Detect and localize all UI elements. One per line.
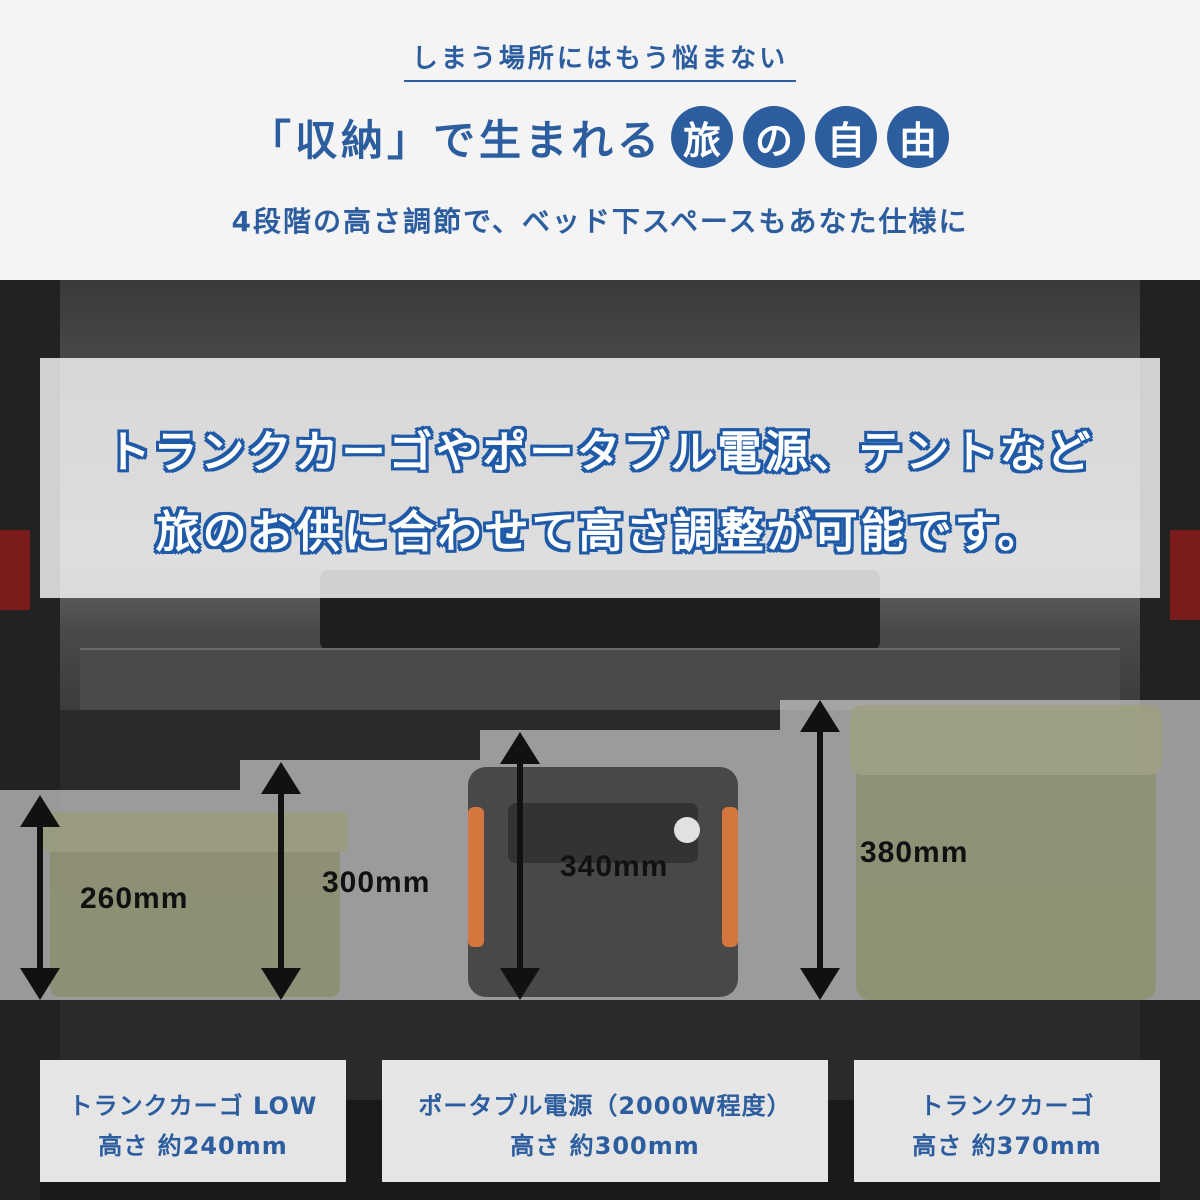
double-arrow-icon bbox=[261, 762, 301, 1000]
overlay-line-1: トランクカーゴやポータブル電源、テントなど bbox=[106, 427, 1094, 478]
caption-height: 高さ 約240mm bbox=[98, 1132, 288, 1160]
taillight-right bbox=[1170, 530, 1200, 620]
headline-circle-char: 自 bbox=[815, 106, 877, 168]
double-arrow-icon bbox=[800, 700, 840, 1000]
caption-trunk-cargo-low: トランクカーゴ LOW 高さ 約240mm bbox=[40, 1060, 346, 1182]
power-accent-right bbox=[722, 807, 738, 947]
header: しまう場所にはもう悩まない 「収納」で生まれる 旅 の 自 由 4段階の高さ調節… bbox=[0, 0, 1200, 280]
dimension-label: 340mm bbox=[560, 850, 669, 883]
headline-prefix: 「収納」で生まれる bbox=[248, 115, 663, 165]
trunk-cargo-image bbox=[850, 705, 1162, 1000]
power-display-panel bbox=[508, 803, 698, 863]
overlay-message-box: トランクカーゴやポータブル電源、テントなど 旅のお供に合わせて高さ調整が可能です… bbox=[40, 358, 1160, 598]
overlay-line-2: 旅のお供に合わせて高さ調整が可能です。 bbox=[155, 507, 1045, 558]
double-arrow-icon bbox=[20, 795, 60, 1000]
caption-trunk-cargo: トランクカーゴ 高さ 約370mm bbox=[854, 1060, 1160, 1182]
subline: 4段階の高さ調節で、ベッド下スペースもあなた仕様に bbox=[231, 205, 969, 238]
caption-height: 高さ 約370mm bbox=[912, 1132, 1102, 1160]
double-arrow-icon bbox=[500, 732, 540, 1000]
caption-height: 高さ 約300mm bbox=[510, 1132, 700, 1160]
taillight-left bbox=[0, 530, 30, 610]
headline-circle-char: の bbox=[743, 106, 805, 168]
power-accent-left bbox=[468, 807, 484, 947]
dimension-label: 300mm bbox=[322, 866, 431, 899]
caption-name: トランクカーゴ LOW bbox=[68, 1092, 318, 1120]
headline-circle-char: 由 bbox=[887, 106, 949, 168]
trunk-cargo-low-image bbox=[42, 812, 348, 997]
bed-board bbox=[80, 648, 1120, 710]
dimension-label: 380mm bbox=[860, 836, 969, 869]
tagline: しまう場所にはもう悩まない bbox=[0, 38, 1200, 82]
caption-name: ポータブル電源（2000W程度） bbox=[418, 1092, 792, 1120]
portable-power-station-image bbox=[468, 767, 738, 997]
headline-circle-char: 旅 bbox=[671, 106, 733, 168]
caption-portable-power: ポータブル電源（2000W程度） 高さ 約300mm bbox=[382, 1060, 828, 1182]
dimension-label: 260mm bbox=[80, 882, 189, 915]
caption-name: トランクカーゴ bbox=[919, 1092, 1095, 1120]
headline: 「収納」で生まれる 旅 の 自 由 bbox=[0, 106, 1200, 168]
power-button bbox=[674, 817, 700, 843]
